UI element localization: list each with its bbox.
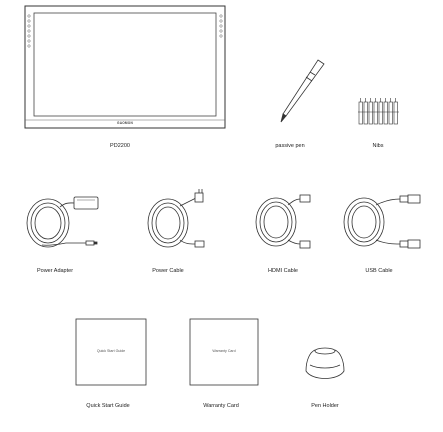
power-adapter-label: Power Adapter — [36, 268, 74, 274]
tablet-brand: GAOMON — [117, 121, 133, 125]
quick-start-label: Quick Start Guide — [86, 403, 130, 409]
quick-start-card-text: Quick Start Guide — [96, 349, 126, 353]
usb-cable-label: USB Cable — [365, 268, 393, 274]
nibs-label: Nibs — [372, 143, 384, 149]
tablet-label: PD2200 — [110, 143, 130, 149]
pen-label: passive pen — [275, 143, 305, 149]
warranty-card-text: Warranty Card — [212, 349, 236, 353]
warranty-label: Warranty Card — [203, 403, 239, 409]
power-cable-label: Power Cable — [152, 268, 184, 274]
hdmi-cable-label: HDMI Cable — [268, 268, 298, 274]
pen-holder-label: Pen Holder — [311, 403, 339, 409]
